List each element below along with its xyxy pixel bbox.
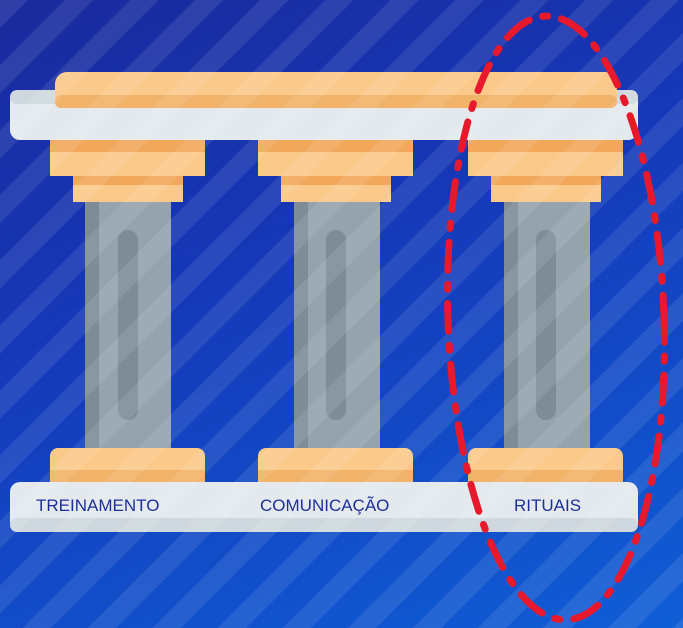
label-treinamento: TREINAMENTO: [36, 496, 160, 515]
highlight-ellipse: [444, 12, 668, 624]
label-rituais: RITUAIS: [514, 496, 582, 515]
label-comunicacao: COMUNICAÇÃO: [260, 496, 390, 515]
